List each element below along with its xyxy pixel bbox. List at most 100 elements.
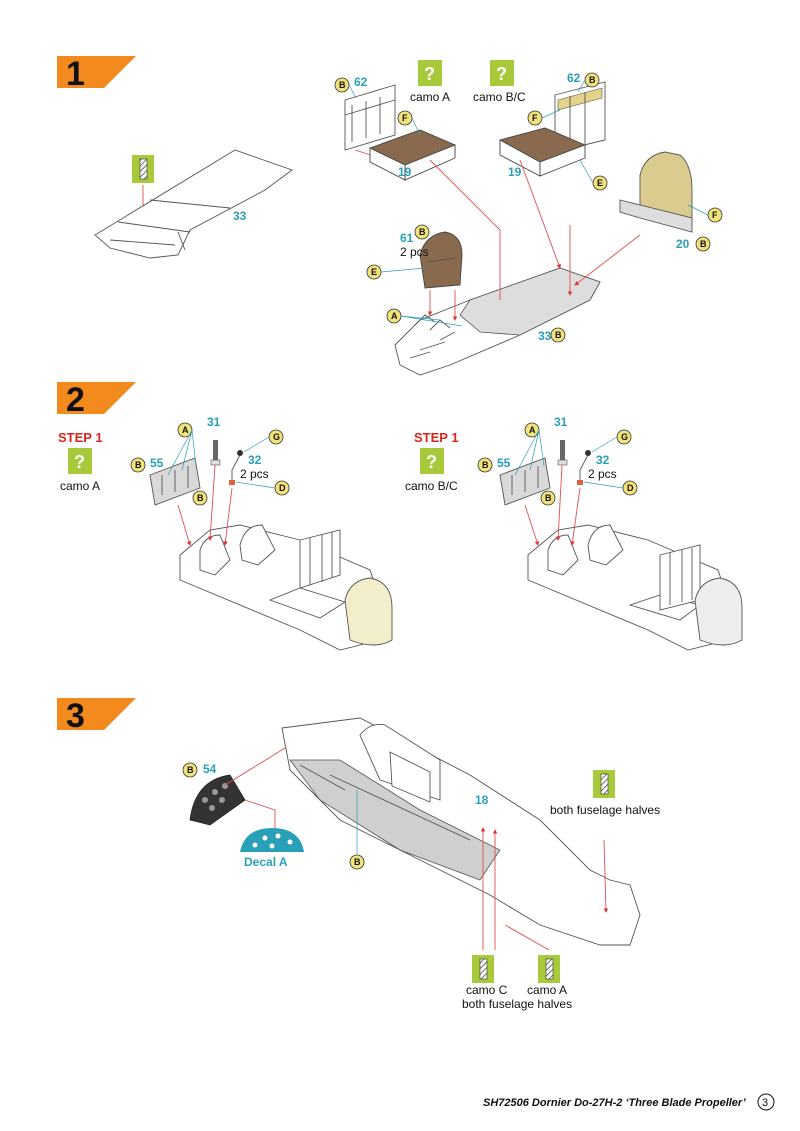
instruction-label: both fuselage halves (550, 803, 660, 817)
camo-bc-question-icon: ? (420, 448, 444, 474)
svg-text:A: A (529, 425, 536, 435)
pedal-part-55-right (499, 457, 551, 506)
cockpit-floor-assembly-left (179, 524, 393, 651)
svg-text:F: F (712, 210, 718, 220)
paint-tag-b: B (550, 327, 566, 343)
svg-text:B: B (187, 765, 194, 775)
quantity-label: 2 pcs (240, 467, 269, 481)
floor-part-33-main (394, 267, 601, 376)
paint-tag-b: B (414, 224, 430, 240)
page-number-badge: 3 (757, 1093, 775, 1111)
step-number: 1 (66, 55, 85, 93)
svg-text:B: B (354, 857, 361, 867)
paint-tags: B F B F E F B B E A B A G B B D A G B B … (130, 72, 723, 870)
svg-text:B: B (197, 493, 204, 503)
svg-text:F: F (402, 113, 408, 123)
glue-icon (132, 155, 154, 183)
paint-tag-f: F (397, 110, 413, 126)
paint-tag-e: E (366, 264, 382, 280)
camo-label: camo A (410, 90, 450, 104)
floor-part-33-small (94, 149, 293, 259)
svg-text:E: E (371, 267, 377, 277)
svg-text:B: B (545, 493, 552, 503)
camo-label: camo B/C (405, 479, 458, 493)
part-number: 18 (475, 793, 489, 807)
paint-tag-f: F (707, 207, 723, 223)
part-number: 62 (354, 75, 368, 89)
svg-text:A: A (391, 311, 398, 321)
seat-part-61 (419, 231, 463, 289)
cockpit-floor-assembly-right (527, 524, 743, 651)
stick-part-31-left (210, 440, 221, 466)
step-number: 3 (66, 697, 85, 735)
paint-leader-lines (167, 79, 709, 855)
paint-tag-b: B (130, 457, 146, 473)
footer-title: SH72506 Dornier Do-27H-2 ‘Three Blade Pr… (483, 1097, 747, 1109)
paint-tag-d: D (274, 480, 290, 496)
glue-icon (472, 955, 494, 983)
step-badge-3: 3 (57, 697, 136, 735)
step-number: 2 (66, 381, 85, 419)
svg-text:F: F (532, 113, 538, 123)
part-number: 55 (497, 456, 511, 470)
lever-part-32-left (229, 450, 243, 485)
svg-text:D: D (279, 483, 286, 493)
svg-text:?: ? (496, 64, 507, 84)
paint-tag-b: B (349, 854, 365, 870)
part-number: 61 (400, 231, 414, 245)
paint-tag-b: B (695, 236, 711, 252)
part-number: 33 (233, 209, 247, 223)
svg-text:D: D (627, 483, 634, 493)
quantity-label: 2 pcs (400, 245, 429, 259)
paint-tag-b: B (540, 490, 556, 506)
camo-label: camo A (527, 983, 567, 997)
svg-text:?: ? (426, 452, 437, 472)
paint-tag-a: A (386, 308, 402, 324)
paint-tag-g: G (268, 429, 284, 445)
paint-tag-g: G (616, 429, 632, 445)
svg-text:B: B (700, 239, 707, 249)
paint-tag-a: A (177, 422, 193, 438)
part-number: 19 (398, 165, 412, 179)
camo-a-question-icon: ? (68, 448, 92, 474)
quantity-label: 2 pcs (588, 467, 617, 481)
step-reference-label: STEP 1 (58, 430, 103, 445)
svg-text:G: G (621, 432, 628, 442)
decal-label: Decal A (244, 855, 288, 869)
svg-text:B: B (419, 227, 426, 237)
paint-tag-b: B (192, 490, 208, 506)
svg-text:B: B (555, 330, 562, 340)
page-number: 3 (762, 1097, 768, 1109)
svg-text:B: B (482, 460, 489, 470)
part-number: 31 (554, 415, 568, 429)
glue-icon (593, 770, 615, 798)
instrument-panel-part-54 (189, 774, 246, 826)
camo-label: camo C (466, 983, 508, 997)
pedal-part-55-left (149, 457, 201, 506)
camo-bc-question-icon: ? (490, 60, 514, 86)
bench-part-19-left (368, 129, 457, 181)
svg-text:B: B (339, 80, 346, 90)
paint-tag-b: B (584, 72, 600, 88)
bulkhead-part-20 (619, 151, 693, 233)
part-number: 55 (150, 456, 164, 470)
paint-tag-d: D (622, 480, 638, 496)
svg-text:?: ? (424, 64, 435, 84)
part-number: 19 (508, 165, 522, 179)
part-number: 20 (676, 237, 690, 251)
paint-tag-f: F (527, 110, 543, 126)
stick-part-31-right (557, 440, 568, 466)
bench-part-19-right (498, 127, 587, 177)
svg-text:?: ? (74, 452, 85, 472)
lever-part-32-right (577, 450, 591, 485)
step-badge-1: 1 (57, 55, 136, 93)
step-reference-label: STEP 1 (414, 430, 459, 445)
svg-text:E: E (597, 178, 603, 188)
paint-tag-e: E (592, 175, 608, 191)
svg-text:A: A (182, 425, 189, 435)
part-number: 32 (596, 453, 610, 467)
svg-text:B: B (589, 75, 596, 85)
svg-text:G: G (273, 432, 280, 442)
part-number: 54 (203, 762, 217, 776)
